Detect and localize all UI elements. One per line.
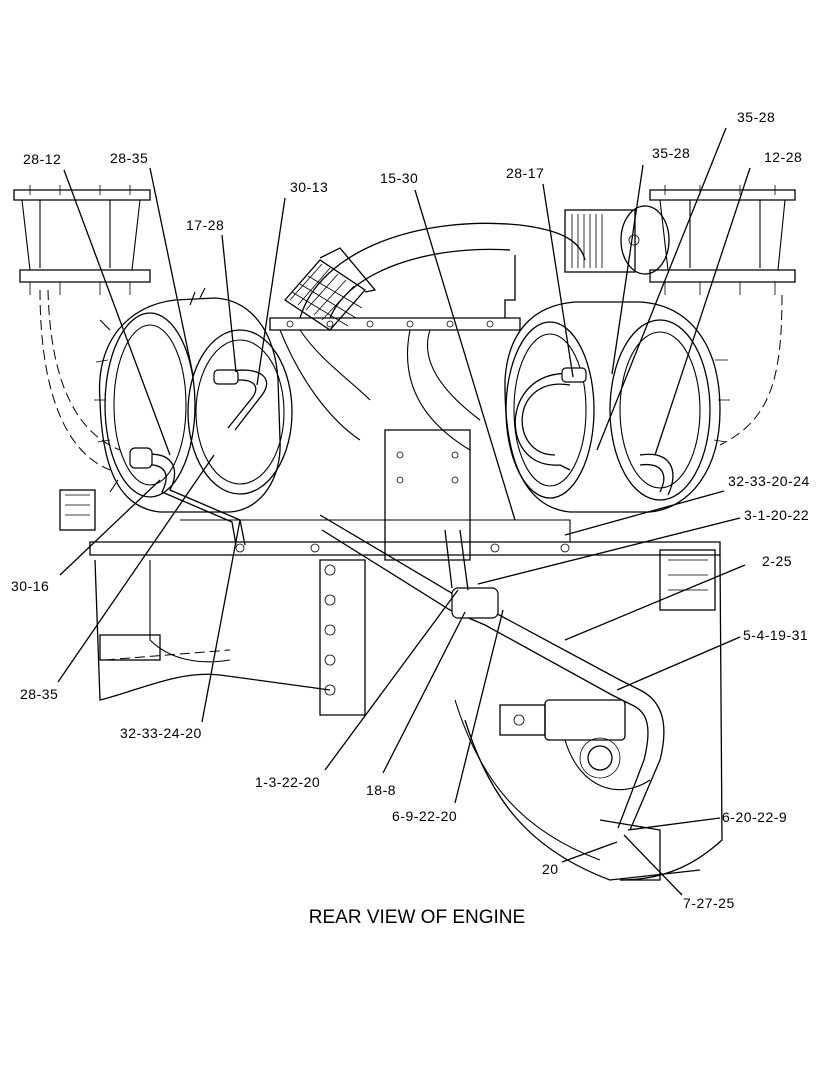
callout-c10: 32-33-20-24	[728, 473, 810, 489]
leader-c19	[454, 609, 504, 804]
mounting-rails	[89, 519, 721, 556]
leader-c12	[564, 564, 746, 641]
leader-c22	[623, 834, 683, 896]
left-tube-assemblies	[129, 369, 268, 546]
callout-c06: 28-17	[506, 165, 544, 181]
leader-c07	[596, 127, 727, 451]
leader-c09	[654, 167, 751, 456]
callout-c19: 6-9-22-20	[392, 808, 457, 824]
leader-c01	[63, 169, 171, 456]
callout-c18: 18-8	[366, 782, 396, 798]
right-manifold	[649, 185, 796, 446]
leader-c14	[59, 479, 161, 576]
leader-c08	[611, 164, 644, 375]
left-turbocharger	[94, 287, 293, 513]
callout-c05: 15-30	[380, 170, 418, 186]
leader-c20	[627, 817, 721, 831]
callout-c01: 28-12	[23, 151, 61, 167]
leader-c17	[324, 589, 459, 771]
right-tube-assemblies	[514, 367, 674, 496]
right-bracket	[599, 549, 716, 881]
left-bracket	[59, 489, 161, 661]
leader-c06	[542, 183, 574, 378]
leader-c04	[221, 234, 237, 373]
callout-c14: 30-16	[11, 578, 49, 594]
callout-c04: 17-28	[186, 217, 224, 233]
callout-c22: 7-27-25	[683, 895, 735, 911]
main-tube	[319, 514, 665, 831]
right-turbocharger	[504, 301, 730, 513]
callout-c15: 28-35	[20, 686, 58, 702]
leader-c16	[201, 519, 241, 723]
callout-c03: 30-13	[290, 179, 328, 195]
callout-labels: 28-12 28-35 30-13 17-28 15-30 28-17 35-2…	[11, 109, 810, 911]
leader-c13	[616, 636, 741, 691]
callout-c12: 2-25	[762, 553, 792, 569]
diagram-title: REAR VIEW OF ENGINE	[309, 907, 525, 928]
flywheel-housing	[94, 554, 723, 881]
leader-c11	[477, 517, 741, 585]
upper-pulley	[564, 205, 670, 275]
callout-c17: 1-3-22-20	[255, 774, 320, 790]
leader-lines	[57, 127, 751, 896]
callout-c16: 32-33-24-20	[120, 725, 202, 741]
intake-crossover	[269, 222, 586, 451]
left-manifold	[13, 185, 151, 471]
callout-c07: 35-28	[737, 109, 775, 125]
callout-c11: 3-1-20-22	[744, 507, 809, 523]
callout-c08: 35-28	[652, 145, 690, 161]
callout-c20: 6-20-22-9	[722, 809, 787, 825]
callout-c02: 28-35	[110, 150, 148, 166]
starter-motor	[499, 699, 651, 791]
engine-outline	[13, 185, 796, 881]
leader-c05	[414, 189, 516, 521]
callout-c21: 20	[542, 861, 559, 877]
center-plate	[319, 429, 471, 716]
leader-c21	[561, 841, 618, 863]
leader-c18	[382, 611, 466, 774]
leader-c15	[57, 454, 215, 683]
leader-c02	[149, 167, 194, 376]
callout-c13: 5-4-19-31	[743, 627, 808, 643]
leader-c10	[564, 490, 725, 536]
breather-filter	[284, 247, 377, 331]
leader-c03	[256, 197, 286, 386]
callout-c09: 12-28	[764, 149, 802, 165]
